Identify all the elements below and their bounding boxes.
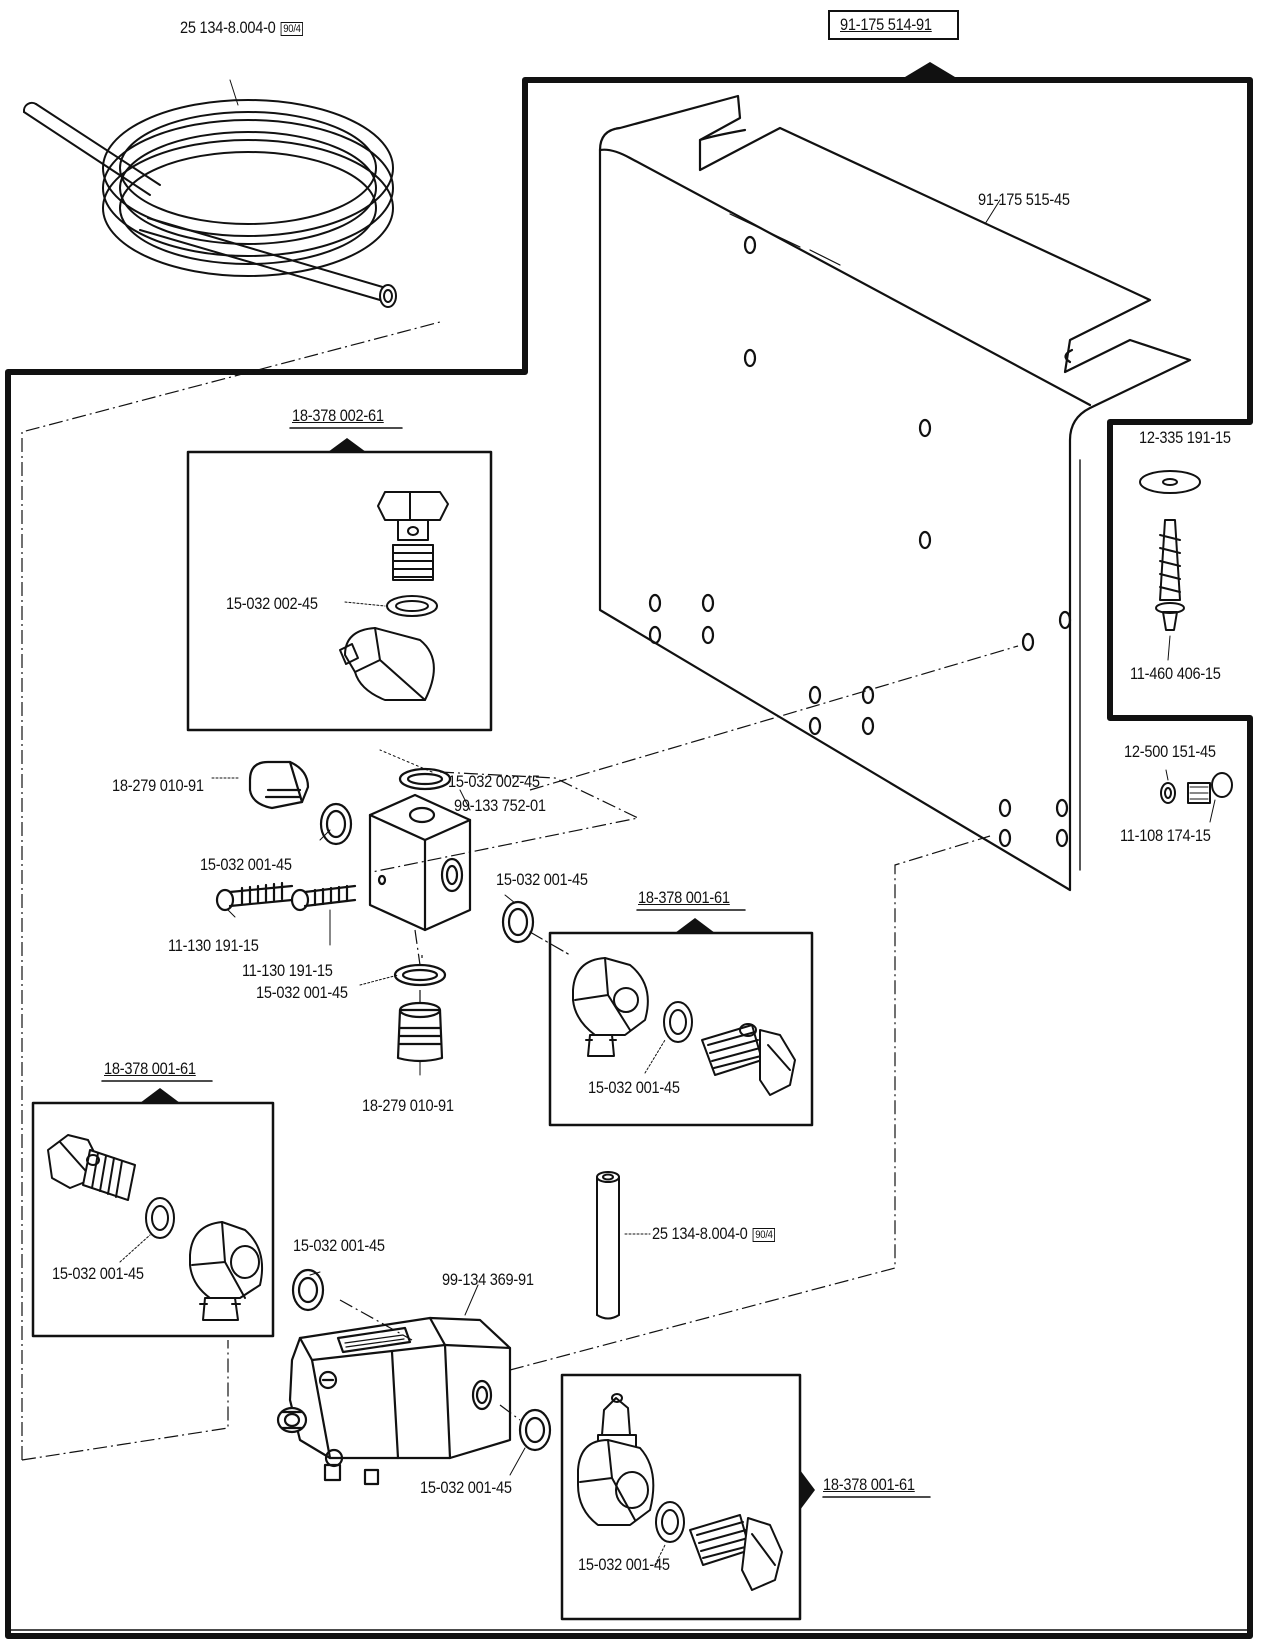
plug-bottom-label: 18-279 010-91: [362, 1096, 454, 1115]
callout-bottom-ref: 18-378 001-61: [823, 1475, 915, 1494]
block-seal-left-label: 15-032 001-45: [200, 855, 292, 874]
block-seal-right-label: 15-032 001-45: [496, 870, 588, 889]
callout-left-ref: 18-378 001-61: [104, 1059, 196, 1078]
banjo-assembly-left: [47, 1134, 264, 1321]
callout-box-top: [186, 427, 493, 732]
callout-right-seal-label: 15-032 001-45: [588, 1078, 680, 1097]
valve-body-label: 99-134 369-91: [442, 1270, 534, 1289]
lock-washer-label: 12-500 151-45: [1124, 742, 1216, 761]
callout-left-seal-label: 15-032 001-45: [52, 1264, 144, 1283]
screw-a-label: 11-130 191-15: [168, 936, 259, 955]
flow-lines: [21, 321, 1019, 1461]
washer-and-wood-screw: [1139, 470, 1233, 823]
screw-b-label: 11-130 191-15: [242, 961, 333, 980]
mounting-plate: [598, 94, 1192, 892]
assembly-boundary: [5, 77, 1253, 1639]
valve-seal-right-label: 15-032 001-45: [420, 1478, 512, 1497]
straight-tube-badge: 90/4: [752, 1227, 776, 1242]
block-body-label: 99-133 752-01: [454, 796, 546, 815]
washer-label: 12-335 191-15: [1139, 428, 1231, 447]
cap-screw-label: 11-108 174-15: [1120, 826, 1211, 845]
callout-right-ref: 18-378 001-61: [638, 888, 730, 907]
valve-seal-left-label: 15-032 001-45: [293, 1236, 385, 1255]
wood-screw-label: 11-460 406-15: [1130, 664, 1221, 683]
callout-top-seal-label: 15-032 002-45: [226, 594, 318, 613]
plug-top-label: 18-279 010-91: [112, 776, 204, 795]
main-ref-pointer: [900, 62, 960, 80]
banjo-bolt-top: [339, 491, 449, 701]
callout-top-ref: 18-378 002-61: [292, 406, 384, 425]
distribution-block: [211, 749, 535, 1076]
callout-bottom-seal-label: 15-032 001-45: [578, 1555, 670, 1574]
banjo-assembly-bottom: [577, 1393, 783, 1591]
solenoid-valve: [276, 1268, 552, 1486]
straight-tube: [596, 1171, 651, 1320]
plate-label: 91-175 515-45: [978, 190, 1070, 209]
banjo-assembly-right: [529, 931, 796, 1096]
block-seal-bottom-label: 15-032 001-45: [256, 983, 348, 1002]
main-ref-box: 91-175 514-91: [828, 10, 959, 40]
coiled-tube: [22, 79, 397, 308]
tube-spec-badge: 90/4: [280, 21, 304, 36]
block-seal-top-label: 15-032 002-45: [448, 772, 540, 791]
main-ref-label: 91-175 514-91: [840, 15, 932, 34]
